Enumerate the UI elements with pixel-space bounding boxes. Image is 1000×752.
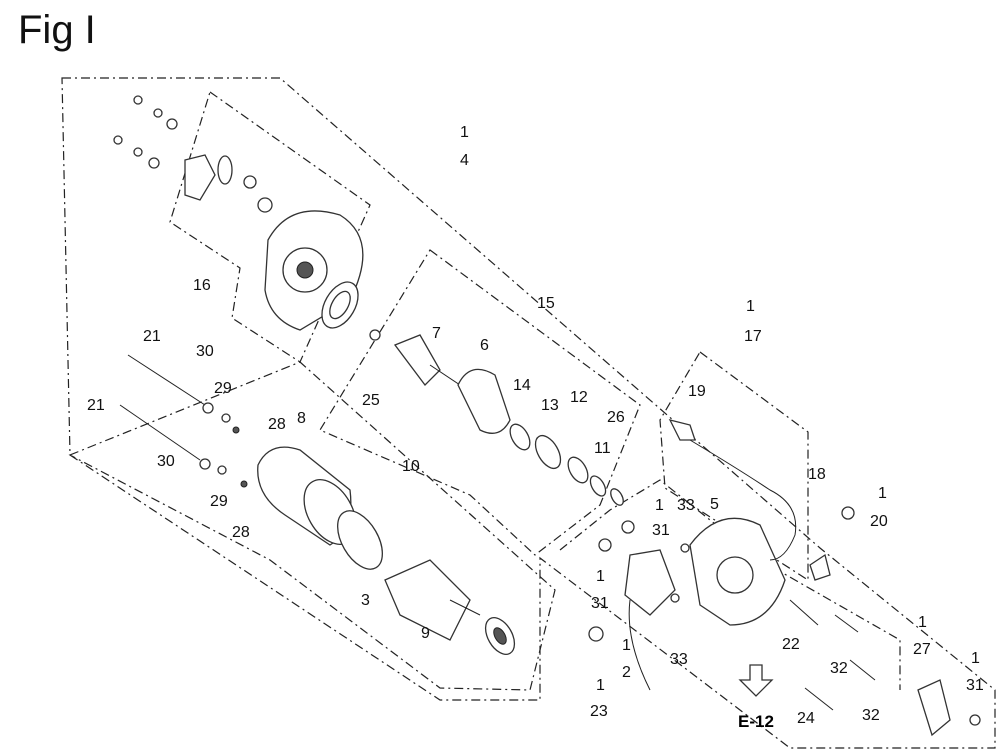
callout-c2: 2 xyxy=(622,664,631,681)
callout-c17: 17 xyxy=(744,328,762,345)
rear-cover xyxy=(264,210,364,331)
callout-c33a: 33 xyxy=(677,497,695,514)
cable xyxy=(668,419,855,581)
callout-c9: 9 xyxy=(421,625,430,642)
callout-c10: 10 xyxy=(402,458,420,475)
callout-c31a: 31 xyxy=(652,522,670,539)
callout-c1f: 1 xyxy=(622,637,631,654)
callout-c32b: 32 xyxy=(862,707,880,724)
callout-c7: 7 xyxy=(432,325,441,342)
callout-c1b: 1 xyxy=(746,298,755,315)
reference-arrow xyxy=(738,664,774,697)
cover-group-outline xyxy=(169,91,371,363)
callout-c29a: 29 xyxy=(214,380,232,397)
callout-c3: 3 xyxy=(361,592,370,609)
callout-c1c: 1 xyxy=(878,485,887,502)
callout-c24: 24 xyxy=(797,710,815,727)
callout-c1d: 1 xyxy=(655,497,664,514)
lower-right-hardware xyxy=(588,520,981,737)
callout-c1a: 1 xyxy=(460,124,469,141)
yoke-group-outline xyxy=(68,361,556,691)
callout-c26: 26 xyxy=(607,409,625,426)
callout-c13: 13 xyxy=(541,397,559,414)
callout-c22: 22 xyxy=(782,636,800,653)
callout-c28a: 28 xyxy=(268,416,286,433)
callout-c25a: 25 xyxy=(362,392,380,409)
small-hardware-top xyxy=(113,95,273,213)
callout-c27: 27 xyxy=(913,641,931,658)
callout-c19: 19 xyxy=(688,383,706,400)
callout-c30a: 30 xyxy=(196,343,214,360)
callout-c1g: 1 xyxy=(918,614,927,631)
callout-c15: 15 xyxy=(537,295,555,312)
callout-c23: 23 xyxy=(590,703,608,720)
callout-c16: 16 xyxy=(193,277,211,294)
callout-c4: 4 xyxy=(460,152,469,169)
front-housing xyxy=(624,517,786,691)
callout-c32a: 32 xyxy=(830,660,848,677)
callout-c28b: 28 xyxy=(232,524,250,541)
reference-tag[interactable]: E-12 xyxy=(738,712,774,731)
callout-c33b: 33 xyxy=(670,651,688,668)
callout-c1e: 1 xyxy=(596,568,605,585)
armature xyxy=(384,559,516,655)
callout-c31b: 31 xyxy=(591,595,609,612)
callout-c21b: 21 xyxy=(87,397,105,414)
callout-c5: 5 xyxy=(710,496,719,513)
callout-c1h: 1 xyxy=(971,650,980,667)
armature-group-outline xyxy=(319,249,641,556)
callout-c29b: 29 xyxy=(210,493,228,510)
callout-c21a: 21 xyxy=(143,328,161,345)
callout-c8: 8 xyxy=(297,410,306,427)
yoke xyxy=(257,446,383,570)
callout-c18: 18 xyxy=(808,466,826,483)
callout-c11: 11 xyxy=(594,440,611,457)
bracket-group-outline xyxy=(559,479,901,690)
callout-c14: 14 xyxy=(513,377,531,394)
callout-c12: 12 xyxy=(570,389,588,406)
figure-title: Fig I xyxy=(18,8,96,52)
callout-c31c: 31 xyxy=(966,677,984,694)
callout-c6: 6 xyxy=(480,337,489,354)
drive-assembly xyxy=(369,329,624,506)
callout-c30b: 30 xyxy=(157,453,175,470)
callout-c1i: 1 xyxy=(596,677,605,694)
callout-c20: 20 xyxy=(870,513,888,530)
through-bolts xyxy=(119,354,248,488)
